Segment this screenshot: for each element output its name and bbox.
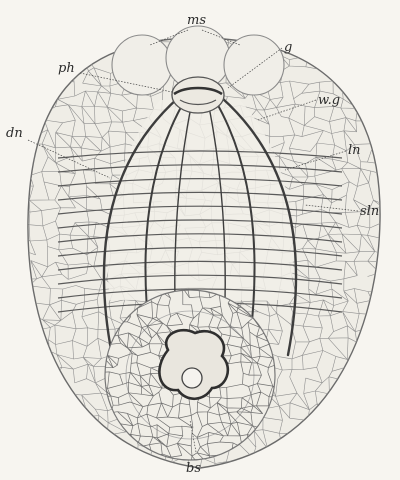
- pharynx: [172, 77, 224, 113]
- label-dn: dn: [6, 126, 23, 141]
- label-sln: sln: [360, 204, 379, 219]
- label-ln: ln: [348, 143, 361, 158]
- label-ph: ph: [58, 61, 75, 76]
- label-g: g: [284, 40, 292, 55]
- label-bs: bs: [186, 461, 201, 476]
- label-wg: w.g: [318, 93, 340, 108]
- label-ms: ms: [187, 13, 206, 28]
